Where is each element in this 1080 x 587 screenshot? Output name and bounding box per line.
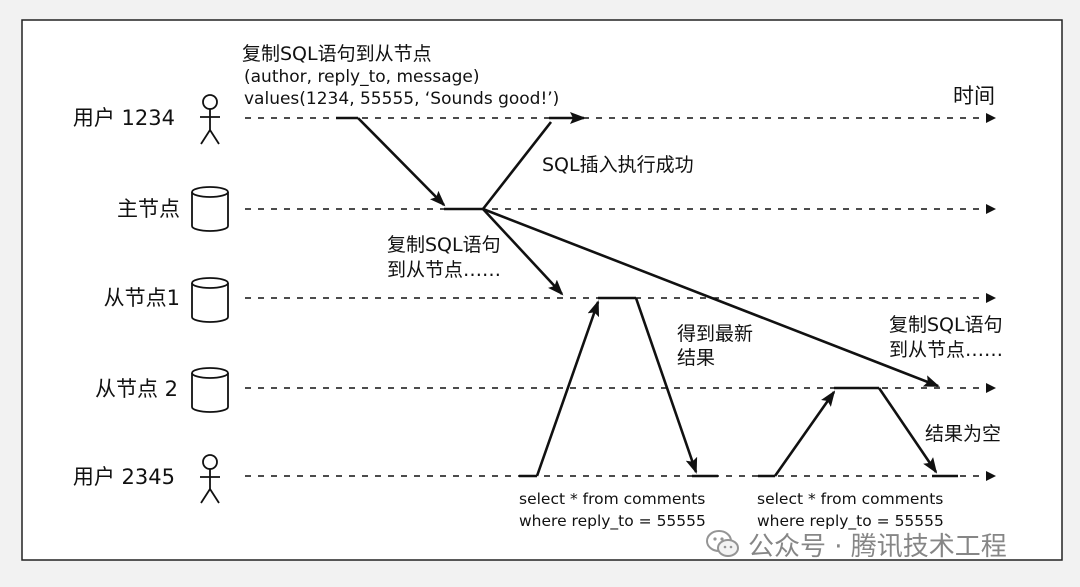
follower2-database-icon xyxy=(191,367,229,413)
latest-result-note-line1: 得到最新 xyxy=(677,323,754,345)
leader-label: 主节点 xyxy=(117,197,180,221)
read2-request-arrow xyxy=(773,390,836,477)
follower2-label: 从节点 2 xyxy=(94,377,178,401)
follower1-database-icon xyxy=(191,277,229,323)
user1234-person-icon xyxy=(200,94,220,145)
replicate-note-columns: (author, reply_to, message) xyxy=(244,67,480,87)
replicate-f2-note-line2: 到从节点…… xyxy=(889,339,1004,361)
replicate-follower1-arrow xyxy=(482,208,564,296)
read2-response-arrow xyxy=(877,387,938,474)
replicate-note-title: 复制SQL语句到从节点 xyxy=(242,43,432,65)
replicate-f1-note-line2: 到从节点…… xyxy=(387,259,502,281)
replicate-f2-note-line1: 复制SQL语句 xyxy=(889,314,1003,336)
watermark: 公众号 · 腾讯技术工程 xyxy=(706,526,1007,562)
watermark-text: 公众号 · 腾讯技术工程 xyxy=(748,531,1007,562)
insert-success-note: SQL插入执行成功 xyxy=(542,154,694,176)
follower1-label: 从节点1 xyxy=(103,286,180,310)
replicate-f1-note-line1: 复制SQL语句 xyxy=(387,234,501,256)
wechat-icon xyxy=(706,530,739,557)
query2-line1: select * from comments xyxy=(757,490,944,508)
query1-line1: select * from comments xyxy=(519,490,706,508)
query1-line2: where reply_to = 55555 xyxy=(519,512,706,530)
replicate-note-values: values(1234, 55555, ‘Sounds good!’) xyxy=(244,89,560,109)
leader-database-icon xyxy=(191,186,229,232)
user2345-label: 用户 2345 xyxy=(72,465,175,489)
replicate-follower2-arrow xyxy=(482,207,940,388)
ack-arrow-rise xyxy=(481,121,553,210)
user2345-person-icon xyxy=(200,454,220,504)
empty-result-note: 结果为空 xyxy=(925,423,1002,445)
write-request-arrow xyxy=(357,117,446,207)
read1-response-arrow xyxy=(634,297,698,474)
latest-result-note-line2: 结果 xyxy=(677,347,716,369)
read1-request-arrow xyxy=(535,300,600,477)
user1234-label: 用户 1234 xyxy=(72,106,175,130)
time-axis-label: 时间 xyxy=(953,84,995,108)
query2-line2: where reply_to = 55555 xyxy=(757,512,944,530)
